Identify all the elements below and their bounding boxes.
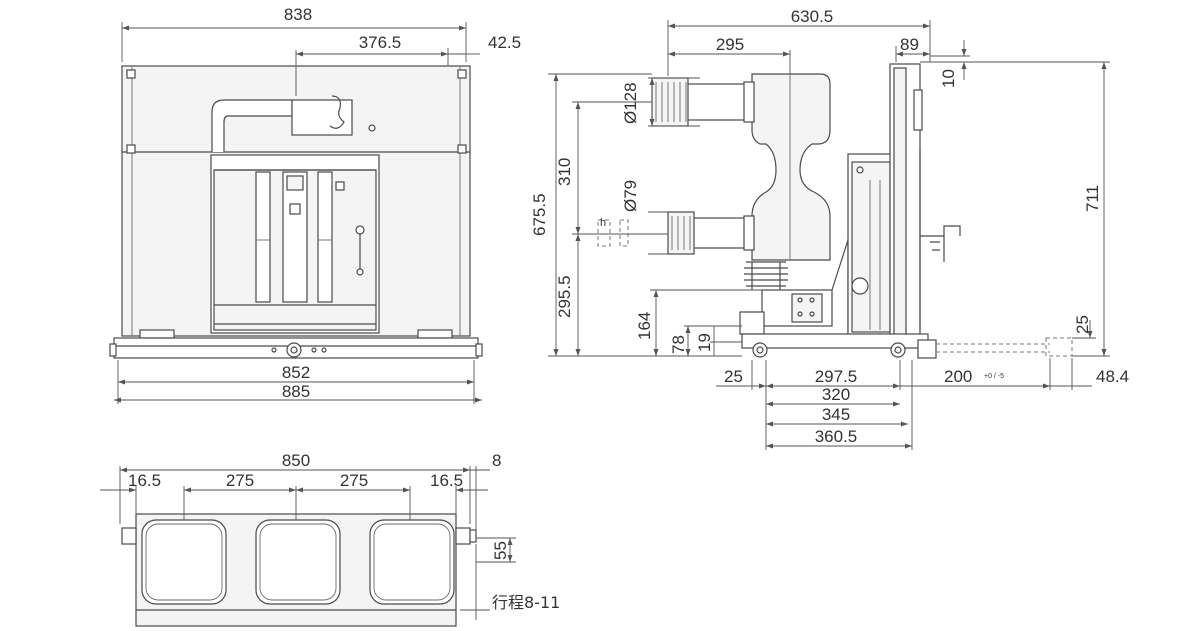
top-pole-1 (141, 519, 227, 605)
side-wheel-left (752, 342, 768, 358)
top-view: 850 8 16.5 275 275 16.5 55 行程8-11 (100, 451, 560, 627)
side-dim-200: 200 (944, 367, 972, 386)
side-dim-dia79: Ø79 (621, 180, 640, 212)
svg-text:h: h (600, 217, 606, 229)
side-dim-297-5: 297.5 (815, 367, 858, 386)
side-dim-630-5: 630.5 (791, 7, 834, 26)
side-spring (744, 261, 788, 290)
top-dim-275-a: 275 (226, 471, 254, 490)
side-dim-78: 78 (669, 335, 688, 354)
side-dim-10: 10 (939, 69, 958, 88)
side-dim-295: 295 (716, 35, 744, 54)
side-dim-dia128: Ø128 (621, 82, 640, 124)
side-dim-320: 320 (822, 385, 850, 404)
side-pole-body (751, 73, 831, 261)
front-dim-42-5: 42.5 (488, 33, 521, 52)
side-dim-675-5: 675.5 (530, 193, 549, 236)
side-racking-handle-extended (936, 337, 1073, 357)
front-view: 838 376.5 42.5 852 885 (109, 5, 521, 404)
front-dim-885: 885 (282, 382, 310, 401)
side-dim-19: 19 (695, 333, 714, 352)
side-dim-711: 711 (1083, 185, 1102, 212)
side-dim-310: 310 (555, 158, 574, 186)
front-dim-838: 838 (284, 5, 312, 24)
side-dim-360-5: 360.5 (815, 427, 858, 446)
side-dim-25: 25 (724, 367, 743, 386)
top-pole-3 (369, 519, 455, 605)
front-racking-hole (286, 342, 302, 358)
front-dim-852: 852 (282, 363, 310, 382)
top-dim-850: 850 (282, 451, 310, 470)
side-dim-48-4: 48.4 (1096, 367, 1129, 386)
side-upper-contact (651, 77, 689, 127)
side-crank-handle (920, 225, 961, 262)
side-view: 630.5 295 89 10 Ø128 Ø79 h 675.5 310 295… (530, 7, 1129, 450)
side-wheel-right (890, 342, 906, 358)
front-dim-376-5: 376.5 (359, 33, 402, 52)
side-dim-200-tolerance: +0 / -5 (984, 373, 1004, 380)
side-dim-89: 89 (900, 35, 919, 54)
top-dim-275-b: 275 (340, 471, 368, 490)
side-dim-345: 345 (822, 405, 850, 424)
top-pole-2 (255, 519, 341, 605)
top-dim-55: 55 (491, 541, 510, 560)
side-dim-25-vertical: 25 (1073, 315, 1092, 334)
top-dim-8: 8 (492, 451, 501, 470)
top-dim-16-5-right: 16.5 (430, 471, 463, 490)
side-dim-295-5: 295.5 (555, 275, 574, 318)
top-travel-note: 行程8-11 (492, 593, 560, 612)
side-dim-164: 164 (635, 312, 654, 340)
top-dim-16-5-left: 16.5 (128, 471, 161, 490)
